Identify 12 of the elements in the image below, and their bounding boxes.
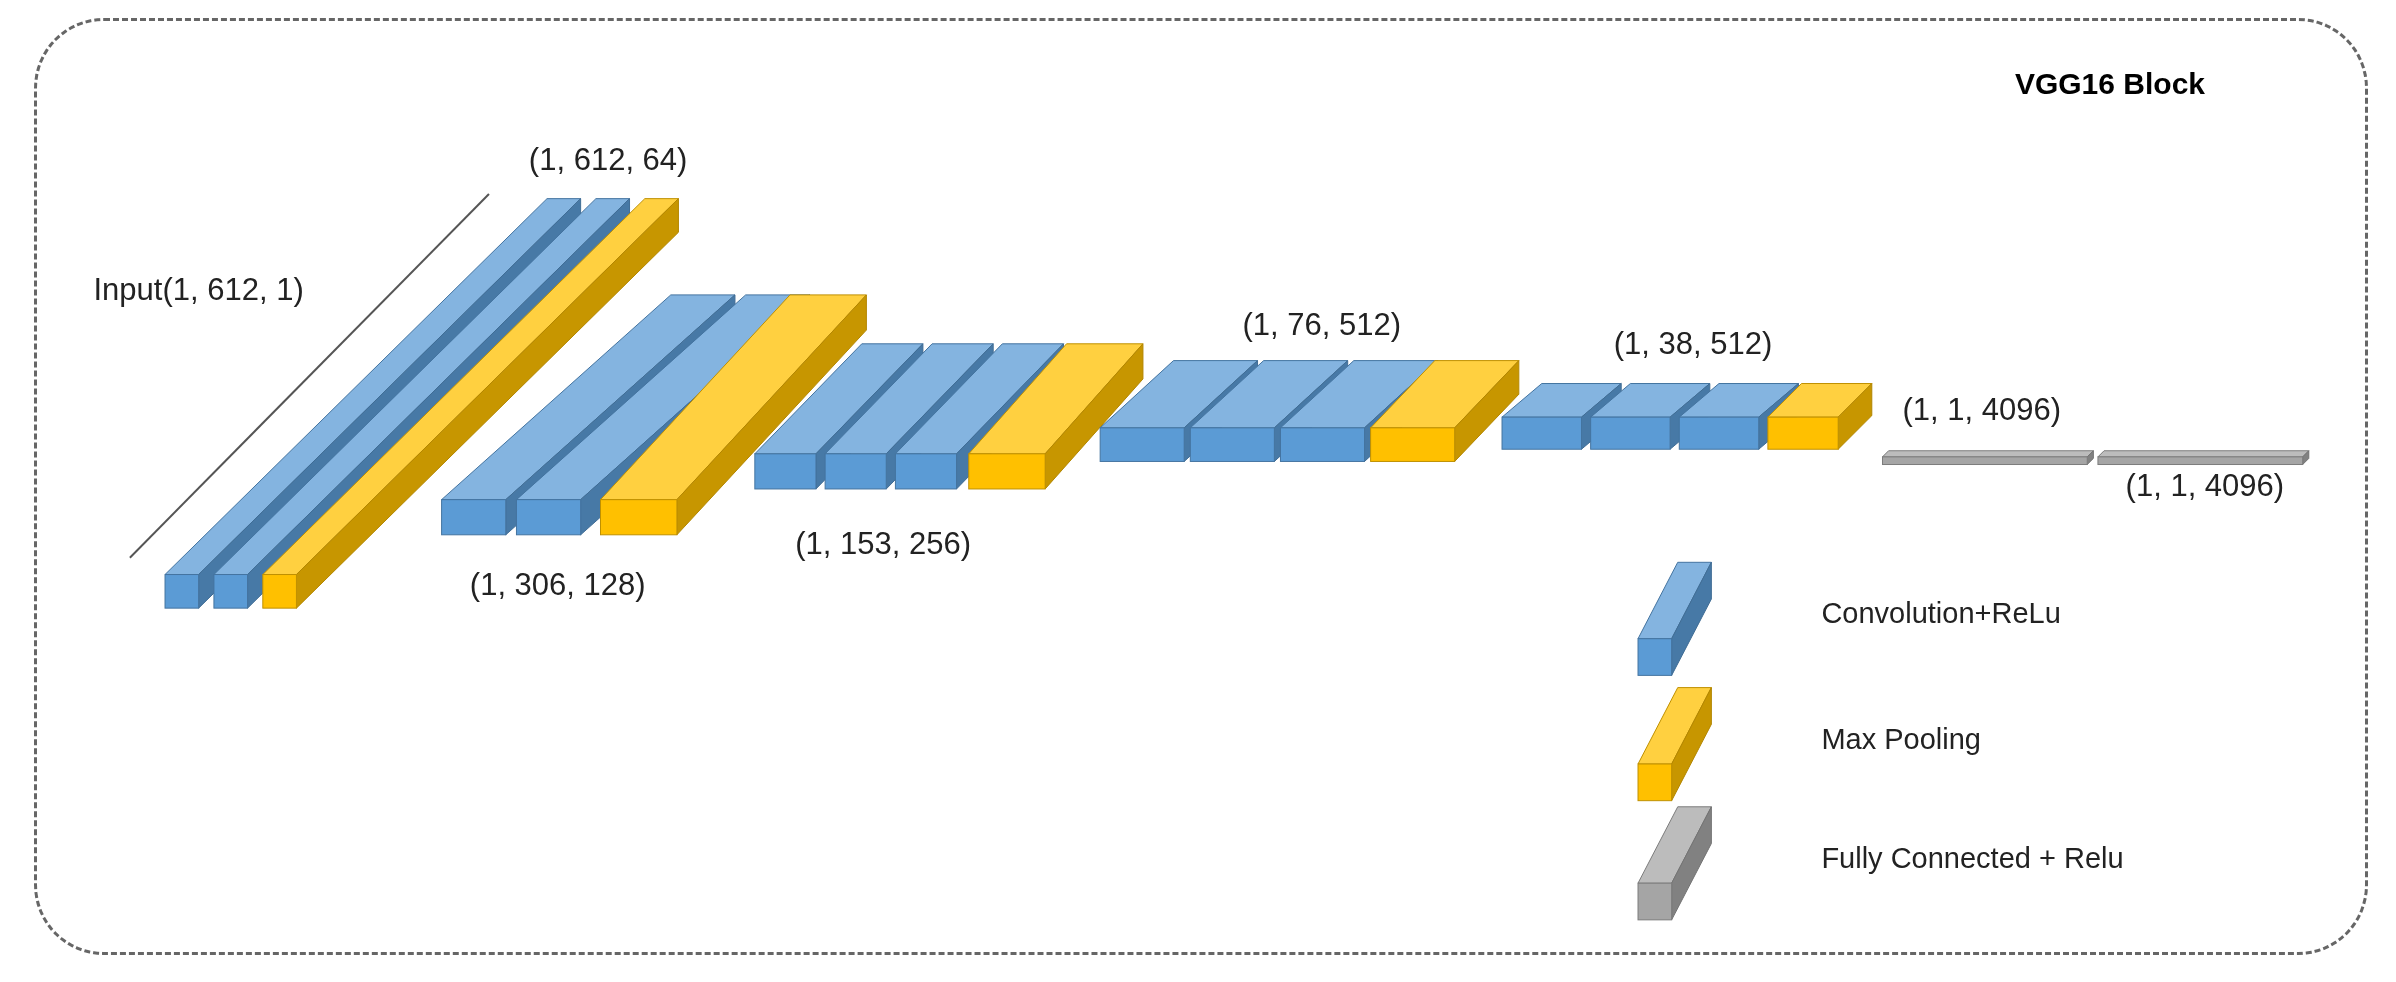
dimension-label: (1, 38, 512) <box>1613 324 1773 363</box>
block-title: VGG16 Block <box>2014 66 2205 102</box>
legend-label: Fully Connected + Relu <box>1821 841 2124 876</box>
dimension-label: (1, 153, 256) <box>795 524 972 563</box>
dimension-label: Input(1, 612, 1) <box>93 271 304 310</box>
dimension-label: (1, 306, 128) <box>469 565 646 604</box>
dimension-label: (1, 1, 4096) <box>2125 466 2285 505</box>
legend-label: Max Pooling <box>1821 721 1981 757</box>
dimension-label: (1, 76, 512) <box>1242 306 1401 345</box>
legend-label: Convolution+ReLu <box>1821 596 2061 632</box>
dimension-label: (1, 1, 4096) <box>1902 390 2062 429</box>
dimension-label: (1, 612, 64) <box>528 141 688 180</box>
